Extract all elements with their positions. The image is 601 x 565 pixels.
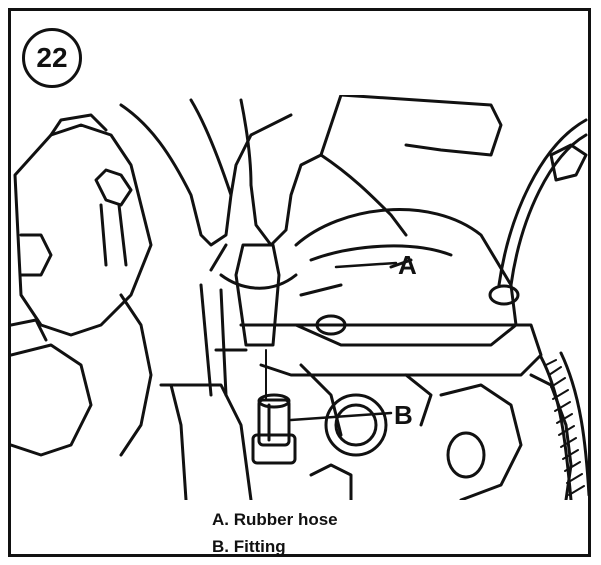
carburetor-body — [159, 363, 573, 500]
engine-illustration — [11, 95, 589, 500]
carburetor-cover — [239, 208, 543, 377]
hand — [119, 95, 503, 247]
callout-a-leader — [334, 261, 398, 269]
vacuum-line — [497, 118, 588, 287]
callout-b-label: B — [394, 400, 413, 430]
figure-number-badge: 22 — [22, 28, 82, 88]
spring-hose — [539, 351, 589, 500]
distributor-cap — [11, 113, 153, 457]
legend: A. Rubber hose B. Fitting — [212, 506, 338, 560]
fitting — [251, 393, 297, 465]
callout-b-leader — [289, 411, 393, 422]
rubber-hose — [199, 243, 298, 397]
legend-item-fitting: B. Fitting — [212, 537, 286, 556]
legend-item-rubber-hose: A. Rubber hose — [212, 510, 338, 529]
callout-a-label: A — [398, 250, 417, 280]
figure-frame — [8, 8, 591, 557]
